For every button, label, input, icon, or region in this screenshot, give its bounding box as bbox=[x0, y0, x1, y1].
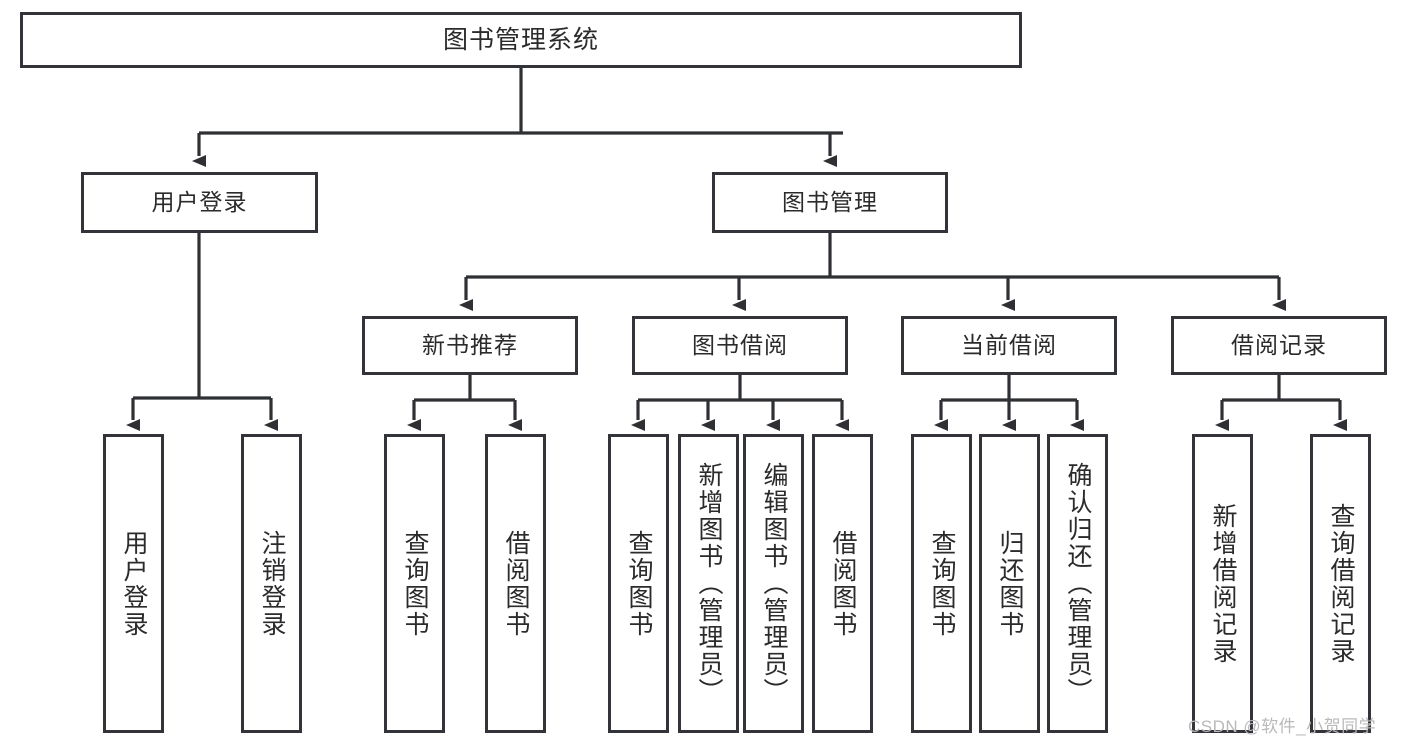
node-label: 新书推荐 bbox=[422, 331, 518, 358]
leaf-label: 新增借阅记录 bbox=[1209, 502, 1237, 665]
leaf-user-login[interactable]: 用户登录 bbox=[103, 434, 164, 733]
leaf-label: 查询图书 bbox=[401, 529, 429, 638]
leaf-label: 确认归还（管理员） bbox=[1064, 462, 1092, 705]
leaf-query-borrow-record[interactable]: 查询借阅记录 bbox=[1310, 434, 1371, 733]
leaf-label: 新增图书（管理员） bbox=[695, 462, 723, 705]
leaf-label: 编辑图书（管理员） bbox=[760, 462, 788, 705]
node-label: 图书借阅 bbox=[692, 331, 788, 358]
csdn-watermark: CSDN @软件_小贺同学 bbox=[1188, 717, 1377, 736]
node-book-borrowing[interactable]: 图书借阅 bbox=[632, 316, 848, 375]
leaf-label: 查询借阅记录 bbox=[1327, 502, 1355, 665]
leaf-edit-book-admin[interactable]: 编辑图书（管理员） bbox=[743, 434, 804, 733]
node-label: 借阅记录 bbox=[1231, 331, 1327, 358]
leaf-query-books-recommendation[interactable]: 查询图书 bbox=[384, 434, 445, 733]
leaf-confirm-return-admin[interactable]: 确认归还（管理员） bbox=[1047, 434, 1108, 733]
leaf-query-books-borrowing[interactable]: 查询图书 bbox=[608, 434, 669, 733]
node-user-login[interactable]: 用户登录 bbox=[81, 172, 318, 233]
leaf-label: 借阅图书 bbox=[502, 529, 530, 638]
node-new-book-recommendation[interactable]: 新书推荐 bbox=[362, 316, 578, 375]
node-label: 图书管理系统 bbox=[442, 26, 599, 54]
leaf-label: 借阅图书 bbox=[829, 529, 857, 638]
node-label: 用户登录 bbox=[151, 188, 248, 215]
node-label: 图书管理 bbox=[782, 188, 878, 215]
node-borrow-records[interactable]: 借阅记录 bbox=[1171, 316, 1387, 375]
leaf-query-books-current[interactable]: 查询图书 bbox=[911, 434, 972, 733]
node-current-borrowing[interactable]: 当前借阅 bbox=[901, 316, 1117, 375]
leaf-borrow-books-recommendation[interactable]: 借阅图书 bbox=[485, 434, 546, 733]
leaf-label: 查询图书 bbox=[928, 529, 956, 638]
leaf-borrow-books[interactable]: 借阅图书 bbox=[812, 434, 873, 733]
leaf-return-books[interactable]: 归还图书 bbox=[979, 434, 1040, 733]
leaf-label: 注销登录 bbox=[258, 529, 286, 638]
node-root-book-management-system[interactable]: 图书管理系统 bbox=[20, 12, 1022, 68]
node-book-management[interactable]: 图书管理 bbox=[712, 172, 948, 233]
leaf-logout[interactable]: 注销登录 bbox=[241, 434, 302, 733]
leaf-add-book-admin[interactable]: 新增图书（管理员） bbox=[678, 434, 739, 733]
leaf-label: 用户登录 bbox=[120, 529, 148, 638]
leaf-add-borrow-record[interactable]: 新增借阅记录 bbox=[1192, 434, 1253, 733]
leaf-label: 归还图书 bbox=[996, 529, 1024, 638]
leaf-label: 查询图书 bbox=[625, 529, 653, 638]
node-label: 当前借阅 bbox=[961, 331, 1057, 358]
